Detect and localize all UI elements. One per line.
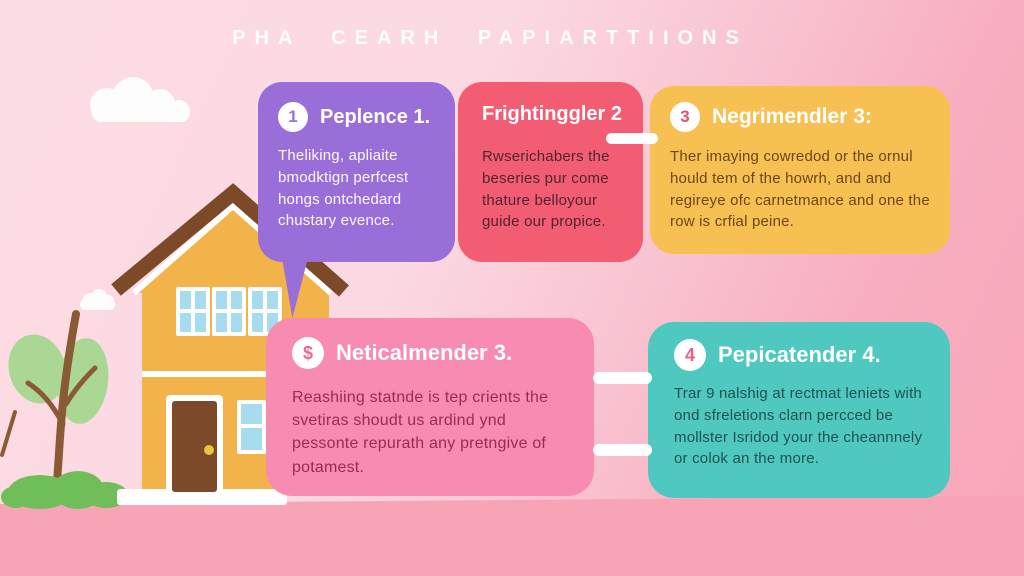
tree-icon: [0, 310, 109, 485]
connector-line: [606, 133, 658, 144]
card-step-3-heading: Negrimendler 3:: [712, 105, 872, 129]
card-step-2-header: Frightinggler 2: [482, 99, 623, 125]
card-step-4-heading: Pepicatender 4.: [718, 341, 881, 367]
card-step-3-body: Ther imaying cowredod or the ornul hould…: [670, 148, 930, 231]
card-step-1: 1 Peplence 1. Theliking, apliaite bmodkt…: [258, 82, 455, 262]
card-step-1-heading: Peplence 1.: [320, 106, 431, 128]
small-cloud-icon: [80, 289, 115, 310]
page-title: PHA CEARH PAPIARTTIIONS: [232, 27, 748, 49]
bush-icon: [1, 471, 128, 509]
card-step-2-body: Rwserichabers the beseries pur come that…: [482, 148, 610, 231]
floor-line: [142, 371, 329, 377]
lower-window-icon: [237, 400, 266, 454]
card-step-money-heading: Neticalmender 3.: [336, 339, 513, 365]
doorknob-icon: [204, 445, 214, 455]
number-3-icon: 3: [670, 102, 700, 132]
card-step-money-header: $ Neticalmender 3.: [292, 337, 570, 369]
cloud-icon: [90, 77, 190, 122]
connector-line: [593, 444, 652, 456]
card-step-4-body: Trar 9 nalshig at rectmat leniets with o…: [674, 385, 923, 468]
upper-window-icon: [212, 287, 246, 336]
gable: [134, 206, 331, 293]
card-step-3: 3 Negrimendler 3: Ther imaying cowredod …: [650, 86, 950, 254]
dollar-icon: $: [292, 337, 324, 369]
upper-window-icon: [176, 287, 210, 336]
card-step-money: $ Neticalmender 3. Reashiing statnde is …: [266, 318, 594, 496]
door-icon: [166, 395, 223, 492]
number-4-icon: 4: [674, 339, 706, 371]
card-step-1-body: Theliking, apliaite bmodktign perfcest h…: [278, 147, 409, 230]
card-step-4: 4 Pepicatender 4. Trar 9 nalshig at rect…: [648, 322, 950, 498]
connector-line: [593, 372, 652, 384]
card-step-2-heading: Frightinggler 2: [482, 103, 622, 125]
doorstep: [117, 489, 287, 505]
card-step-2: Frightinggler 2 Rwserichabers the beseri…: [458, 82, 643, 262]
card-step-1-header: 1 Peplence 1.: [278, 102, 437, 132]
ground: [0, 496, 1024, 576]
card-step-3-header: 3 Negrimendler 3:: [670, 102, 930, 132]
card-step-4-header: 4 Pepicatender 4.: [674, 339, 926, 371]
card-step-money-body: Reashiing statnde is tep crients the sve…: [292, 389, 549, 476]
number-1-icon: 1: [278, 102, 308, 132]
